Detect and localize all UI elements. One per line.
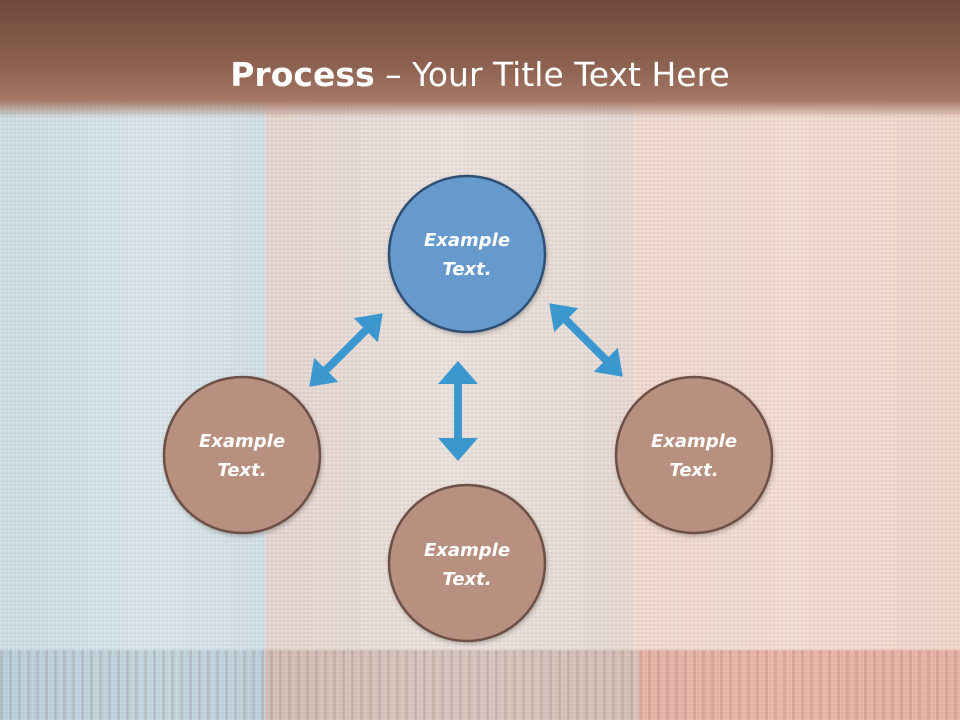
node-left: Example Text. — [162, 375, 322, 535]
arrow-top-left — [309, 313, 383, 387]
title-bold: Process — [230, 55, 375, 94]
node-left-circle — [162, 375, 322, 535]
connector-arrows — [309, 303, 623, 461]
node-bottom: Example Text. — [387, 483, 547, 643]
fabric-panel-blue — [0, 0, 265, 720]
arrow-top-right — [549, 303, 623, 377]
node-right: Example Text. — [614, 375, 774, 535]
fabric-panel-peach — [635, 0, 960, 720]
title-bar — [0, 0, 960, 118]
node-bottom-line1: Example — [424, 540, 510, 561]
node-top-line1: Example — [424, 230, 510, 251]
node-left-line2: Text. — [217, 460, 266, 481]
node-top-line2: Text. — [442, 259, 491, 280]
node-right-circle — [614, 375, 774, 535]
node-top: Example Text. — [387, 174, 547, 334]
node-right-line1: Example — [651, 431, 737, 452]
arrow-vertical — [438, 361, 478, 461]
node-top-circle — [387, 174, 547, 334]
node-bottom-line2: Text. — [442, 569, 491, 590]
title-separator: – — [374, 55, 413, 94]
title-text: Your Title Text Here — [412, 55, 730, 94]
node-right-line2: Text. — [669, 460, 718, 481]
node-left-line1: Example — [199, 431, 285, 452]
node-bottom-circle — [387, 483, 547, 643]
fabric-fringe — [0, 650, 960, 720]
slide-title: Process – Your Title Text Here — [0, 52, 960, 98]
